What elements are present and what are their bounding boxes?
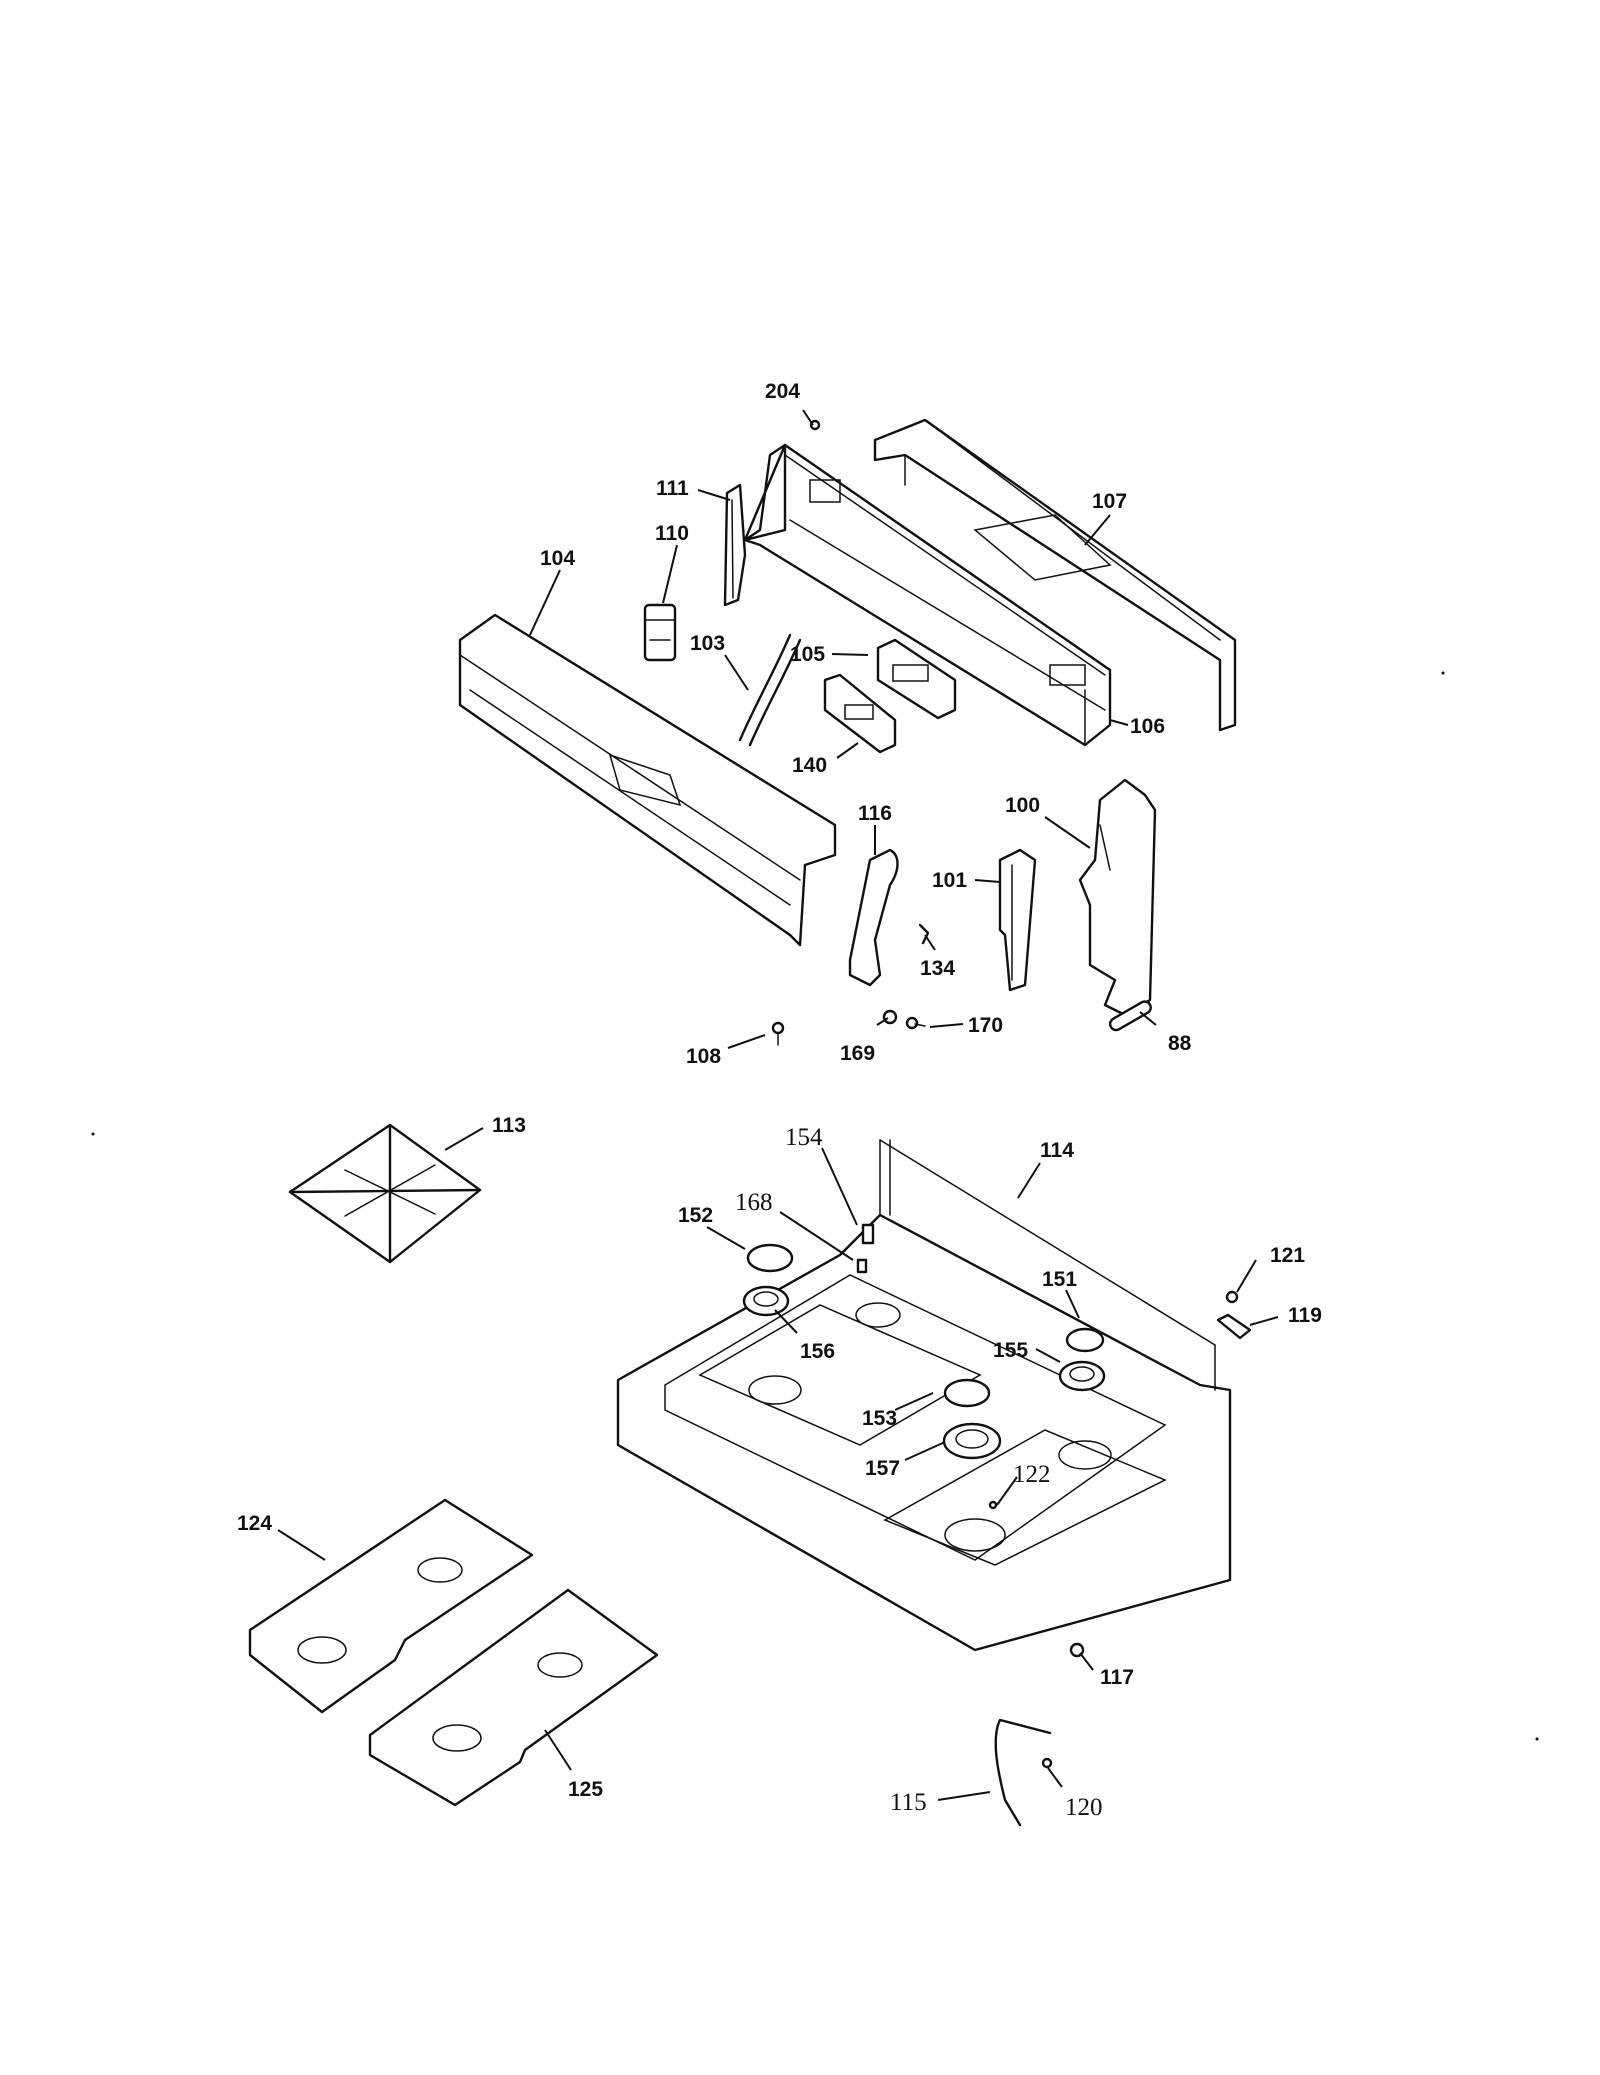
part-111-bracket: [723, 483, 747, 607]
callout-155: 155: [993, 1339, 1028, 1362]
part-110-switch: [643, 603, 677, 662]
callout-115: 115: [890, 1789, 927, 1816]
callout-121: 121: [1270, 1244, 1305, 1267]
callout-151: 151: [1042, 1268, 1077, 1291]
callout-204: 204: [765, 380, 800, 403]
callout-134: 134: [920, 957, 955, 980]
callout-105: 105: [790, 643, 825, 666]
callout-152: 152: [678, 1204, 713, 1227]
callout-117: 117: [1100, 1666, 1134, 1689]
leader-lines: [277, 409, 1279, 1801]
callout-114: 114: [1040, 1139, 1074, 1162]
part-113-grate: [288, 1123, 482, 1264]
callout-119: 119: [1288, 1304, 1322, 1327]
callout-107: 107: [1092, 490, 1127, 513]
callout-103: 103: [690, 632, 725, 655]
callout-104: 104: [540, 547, 575, 570]
part-116-end-cap: [848, 848, 899, 987]
part-121-screw: [1225, 1290, 1239, 1304]
part-88-rod: [1108, 1000, 1152, 1032]
part-134-clip: [918, 923, 930, 945]
part-168-spring: [856, 1258, 868, 1274]
part-155-burner-head: [1058, 1360, 1106, 1392]
part-153-burner-cap: [943, 1378, 991, 1408]
callout-101: 101: [932, 869, 967, 892]
part-140-overlay: [823, 673, 897, 754]
part-103-trim: [738, 633, 802, 747]
callout-154: 154: [785, 1124, 823, 1151]
callout-156: 156: [800, 1340, 835, 1363]
callout-111: 111: [656, 477, 689, 500]
part-154-screw: [861, 1223, 875, 1245]
scan-specks: [91, 671, 1539, 1741]
callout-140: 140: [792, 754, 827, 777]
part-107-top-cover: [873, 418, 1237, 732]
callout-110: 110: [655, 522, 689, 545]
callout-88: 88: [1168, 1032, 1192, 1055]
callout-153: 153: [862, 1407, 897, 1430]
part-124-drip-pan: [248, 1498, 534, 1714]
callout-120: 120: [1065, 1794, 1103, 1821]
callout-113: 113: [492, 1114, 526, 1137]
callout-108: 108: [686, 1045, 721, 1068]
part-157-burner-head: [942, 1422, 1002, 1460]
part-120-screw: [1041, 1757, 1053, 1769]
callout-124: 124: [237, 1512, 272, 1535]
part-204-screw: [809, 419, 821, 431]
part-169-nut: [882, 1009, 898, 1025]
callout-labels: 204 111 107 110 104 103 105 106 140 100 …: [237, 380, 1322, 1821]
part-106-rear-panel: [743, 443, 1112, 747]
part-152-burner-cap: [746, 1243, 794, 1273]
callout-122: 122: [1013, 1461, 1051, 1488]
callout-170: 170: [968, 1014, 1003, 1037]
cooktop-burner-openings: [748, 1302, 1112, 1552]
callout-106: 106: [1130, 715, 1165, 738]
part-105-clock: [876, 638, 957, 720]
callout-125: 125: [568, 1778, 603, 1801]
callout-169: 169: [840, 1042, 875, 1065]
part-122-clip: [988, 1500, 998, 1510]
callout-116: 116: [858, 802, 892, 825]
part-151-burner-cap: [1065, 1327, 1105, 1353]
callout-100: 100: [1005, 794, 1040, 817]
part-114-cooktop: [616, 1139, 1232, 1652]
part-104-control-panel: [458, 613, 837, 947]
part-170-screw: [905, 1016, 926, 1030]
callout-157: 157: [865, 1457, 900, 1480]
part-115-tube: [994, 1718, 1052, 1827]
part-108-screw: [771, 1021, 785, 1046]
part-100-end-cap: [1078, 778, 1157, 1017]
part-156-burner-head: [742, 1285, 790, 1317]
part-119-bracket: [1216, 1313, 1252, 1340]
part-101-bracket: [998, 848, 1037, 992]
callout-168: 168: [735, 1189, 773, 1216]
part-125-drip-pan: [368, 1588, 659, 1807]
